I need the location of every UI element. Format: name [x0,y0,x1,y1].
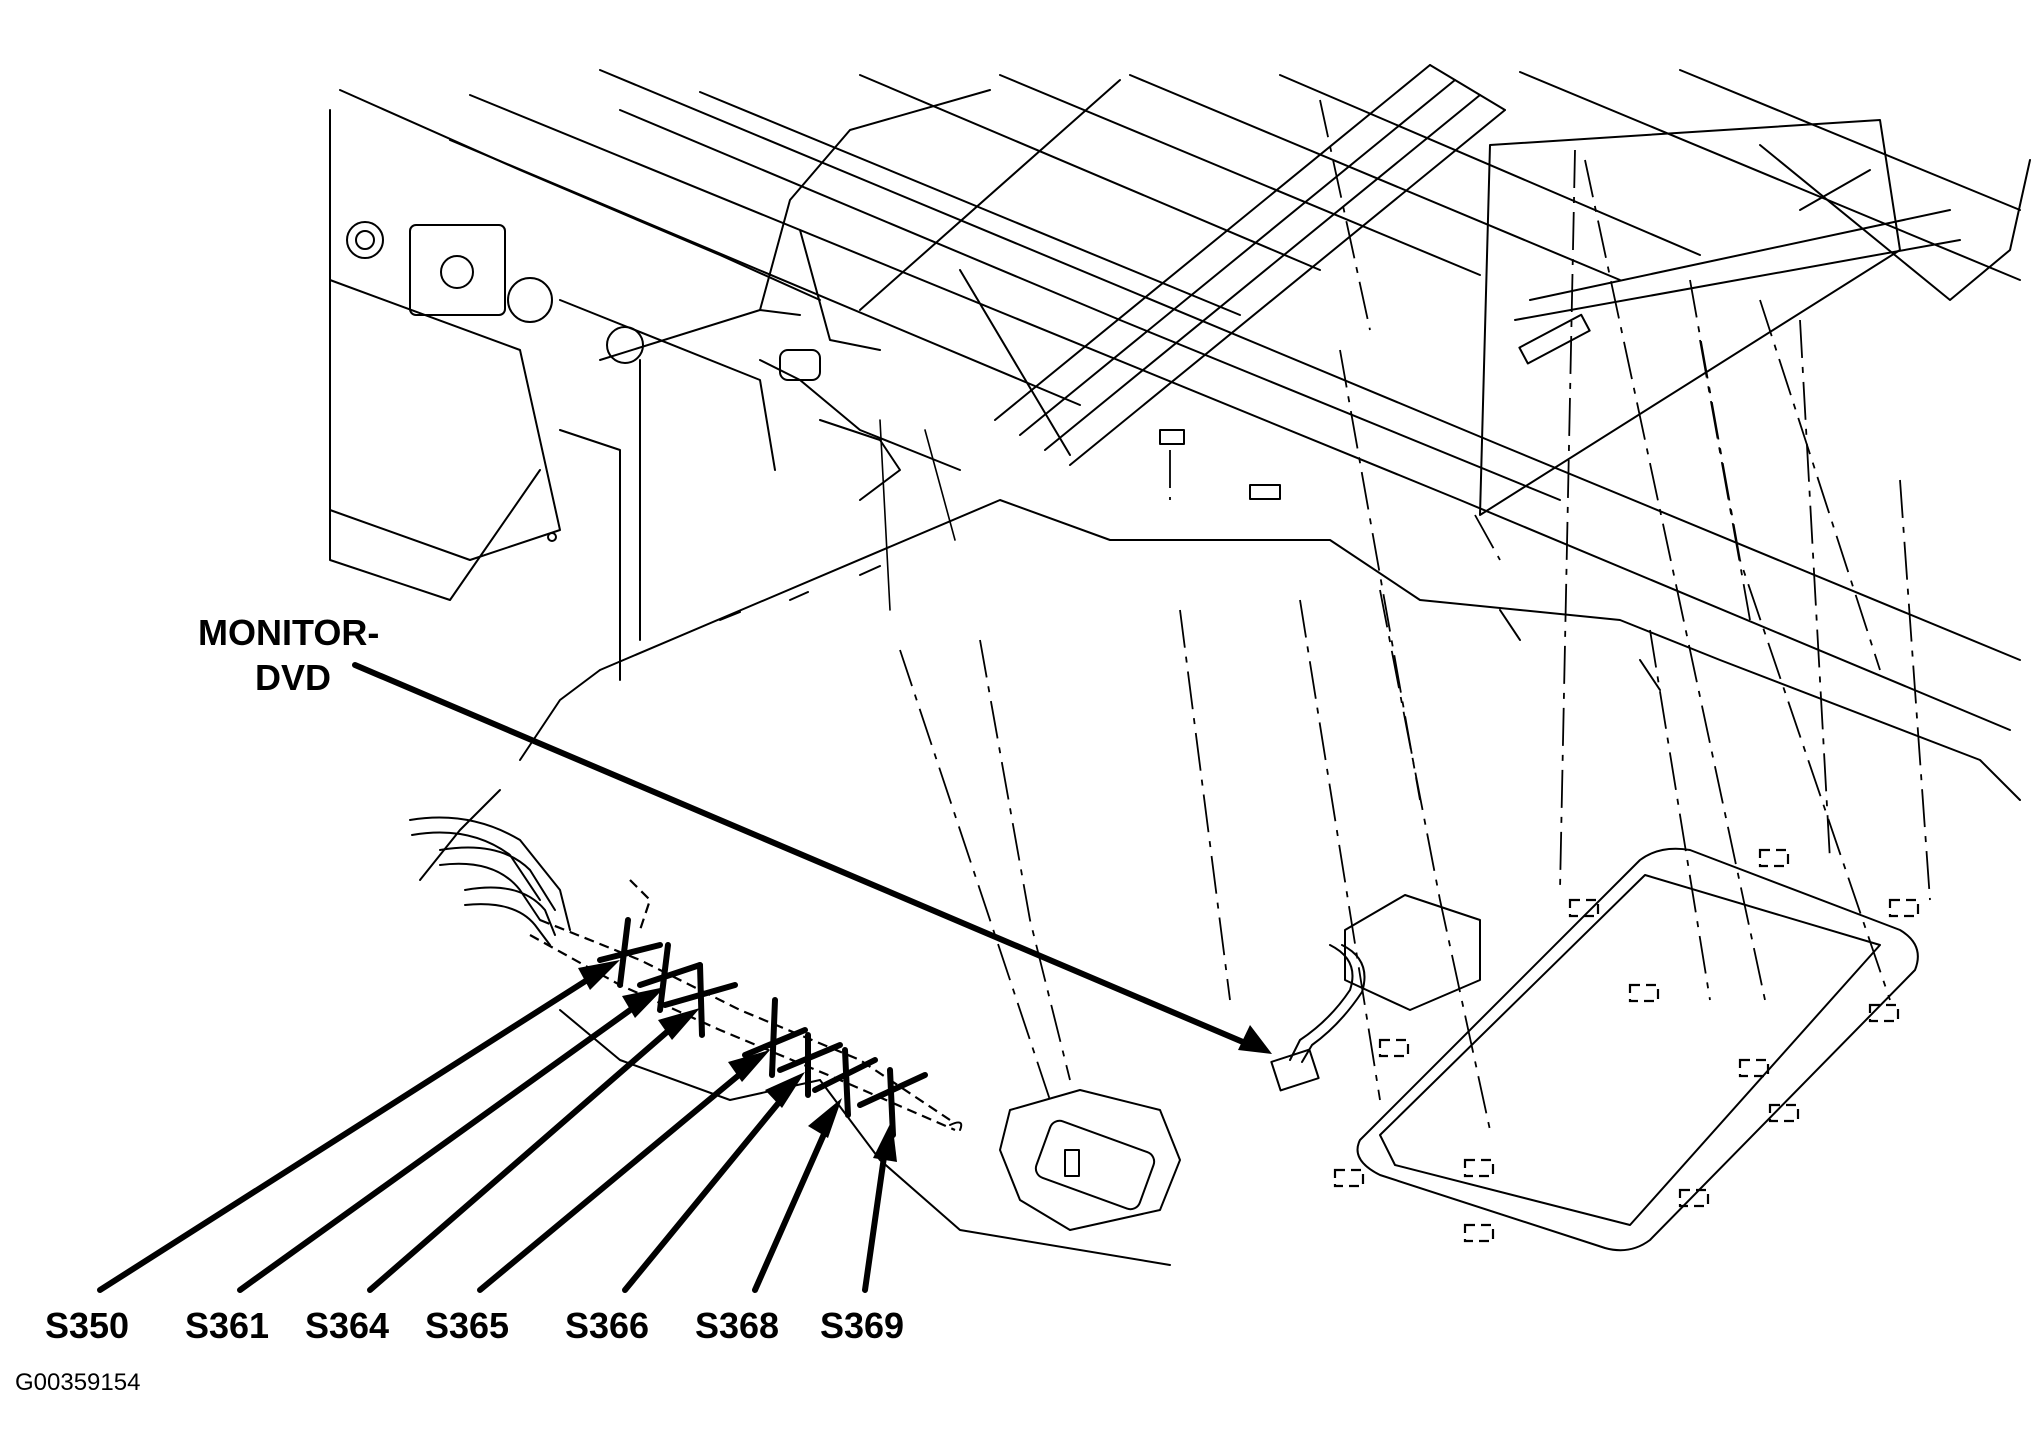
arrow-s366 [622,1072,805,1293]
arrow-s350 [97,960,620,1293]
splice-x-s366 [777,1032,843,1098]
arrow-s368 [752,1098,842,1293]
splice-label-s369: S369 [820,1305,904,1346]
arrow-monitor-dvd [352,662,1272,1054]
arrow-s369 [862,1120,897,1293]
splice-x-s368 [812,1047,878,1118]
splice-x-s369 [857,1067,928,1138]
splice-label-s366: S366 [565,1305,649,1346]
splice-label-s361: S361 [185,1305,269,1346]
callout-arrows [97,662,1272,1293]
figure-code: G00359154 [15,1369,140,1396]
splice-label-s368: S368 [695,1305,779,1346]
splice-markers [597,917,928,1138]
splice-label-s365: S365 [425,1305,509,1346]
arrow-s365 [477,1050,770,1293]
monitor-dvd-label-line1: MONITOR- [198,612,379,653]
arrow-s364 [367,1008,700,1293]
splice-x-s365 [742,997,808,1078]
splice-label-s350: S350 [45,1305,129,1346]
splice-x-s361 [637,942,703,1013]
roof-structure [329,64,2031,1266]
splice-x-s364 [662,962,738,1038]
splice-x-s350 [597,917,663,988]
splice-label-s364: S364 [305,1305,389,1346]
monitor-dvd-label-line2: DVD [255,657,331,698]
arrow-s361 [237,987,665,1293]
labels: MONITOR- DVD S350 S361 S364 S365 S366 S3… [15,612,904,1396]
